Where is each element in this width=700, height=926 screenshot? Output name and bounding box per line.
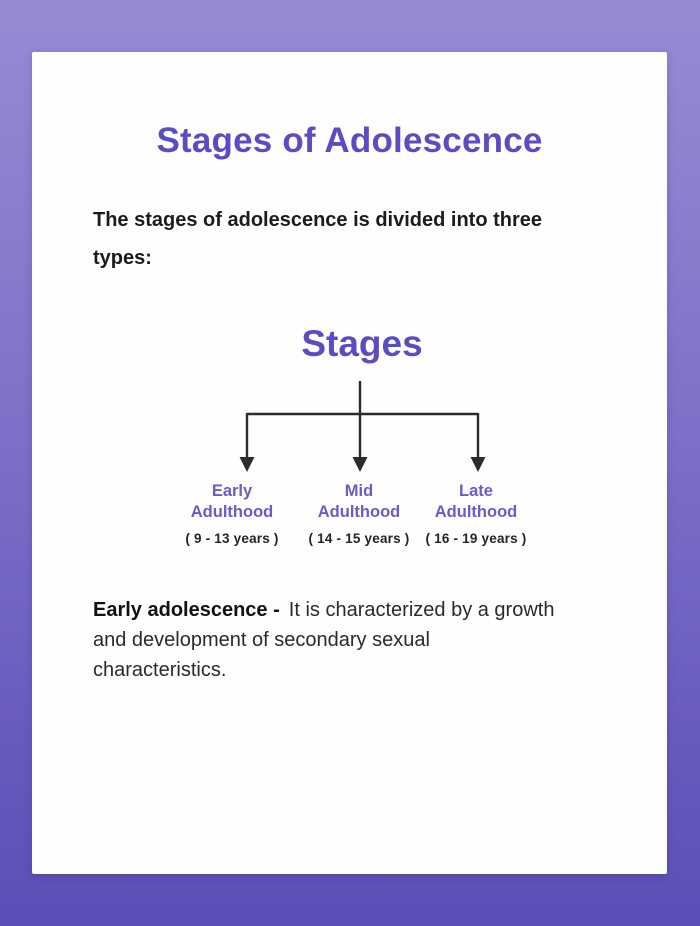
content-card: Stages of Adolescence The stages of adol… — [32, 52, 667, 874]
page-title: Stages of Adolescence — [156, 121, 543, 160]
branch-mid-adulthood: Mid Adulthood ( 14 - 15 years ) — [279, 481, 439, 546]
branch-label-line: Adulthood — [190, 503, 274, 521]
branch-late-adulthood: Late Adulthood ( 16 - 19 years ) — [396, 481, 556, 546]
branch-label-line: Late — [459, 482, 493, 500]
branch-early-adulthood: Early Adulthood ( 9 - 13 years ) — [152, 481, 312, 546]
intro-line-2: types: — [93, 247, 152, 269]
definition-term: Early adolescence - — [93, 599, 280, 621]
branch-age-range: ( 16 - 19 years ) — [425, 531, 527, 546]
diagram-connector-arrows — [239, 381, 486, 472]
branch-label-line: Early — [211, 482, 253, 500]
branch-label: Late Adulthood — [396, 481, 556, 523]
diagram-root-label: Stages — [301, 323, 423, 364]
arrowhead-icon — [352, 457, 368, 472]
intro-text: The stages of adolescence is divided int… — [93, 201, 613, 277]
definition-line-2: and development of secondary sexual — [93, 629, 430, 651]
arrowhead-icon — [470, 457, 486, 472]
branch-age-range: ( 9 - 13 years ) — [185, 531, 279, 546]
intro-line-1: The stages of adolescence is divided int… — [93, 209, 543, 231]
arrowhead-icon — [239, 457, 255, 472]
definition-paragraph: Early adolescence - It is characterized b… — [93, 595, 623, 685]
branch-label: Early Adulthood — [152, 481, 312, 523]
branch-label-line: Adulthood — [317, 503, 401, 521]
branch-age-range: ( 14 - 15 years ) — [308, 531, 410, 546]
branch-label: Mid Adulthood — [279, 481, 439, 523]
branch-label-line: Adulthood — [434, 503, 518, 521]
branch-label-line: Mid — [344, 482, 374, 500]
stages-tree-diagram: Stages Early Adulthood ( 9 - 13 years ) — [32, 323, 667, 623]
definition-line-3: characteristics. — [93, 659, 227, 681]
definition-line-1: It is characterized by a growth — [288, 599, 555, 621]
